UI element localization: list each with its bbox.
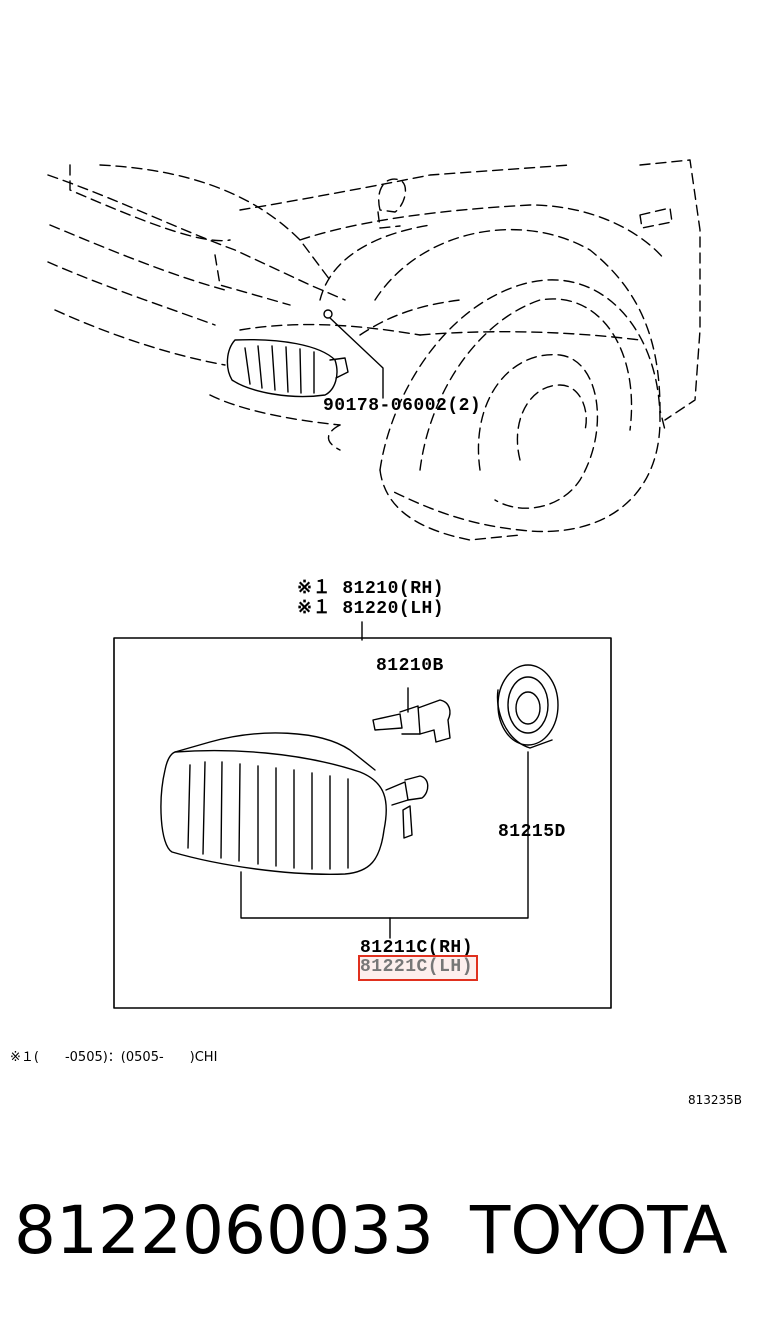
callout-assembly-rh: ※１ 81210(RH) — [297, 579, 445, 599]
callout-clip: 90178-06002(2) — [323, 396, 482, 416]
highlight-box — [358, 955, 478, 981]
fog-lamp-drawing — [160, 732, 429, 875]
callout-bulb: 81210B — [376, 656, 444, 676]
part-number: 8122060033 — [14, 1192, 434, 1269]
callout-unit-lh: 81221C(LH) — [360, 957, 474, 977]
leader-clip — [329, 317, 384, 399]
callout-assembly-lh: ※１ 81220(LH) — [297, 599, 445, 619]
callout-unit-rh: 81211C(RH) — [360, 938, 474, 958]
bracket-lamp-socket — [240, 751, 529, 919]
diagram-code: 813235B — [688, 1093, 743, 1107]
brand-name: TOYOTA — [470, 1192, 728, 1269]
assembly-box — [113, 637, 612, 1009]
bulb-drawing — [372, 687, 451, 743]
callout-socket: 81215D — [498, 822, 566, 842]
footnote: ※１( -0505)：(0505- )CHI — [10, 1050, 218, 1065]
vehicle-front-outline — [47, 159, 701, 541]
bumper-lamp-sketch — [226, 309, 349, 398]
socket-drawing — [496, 664, 559, 749]
